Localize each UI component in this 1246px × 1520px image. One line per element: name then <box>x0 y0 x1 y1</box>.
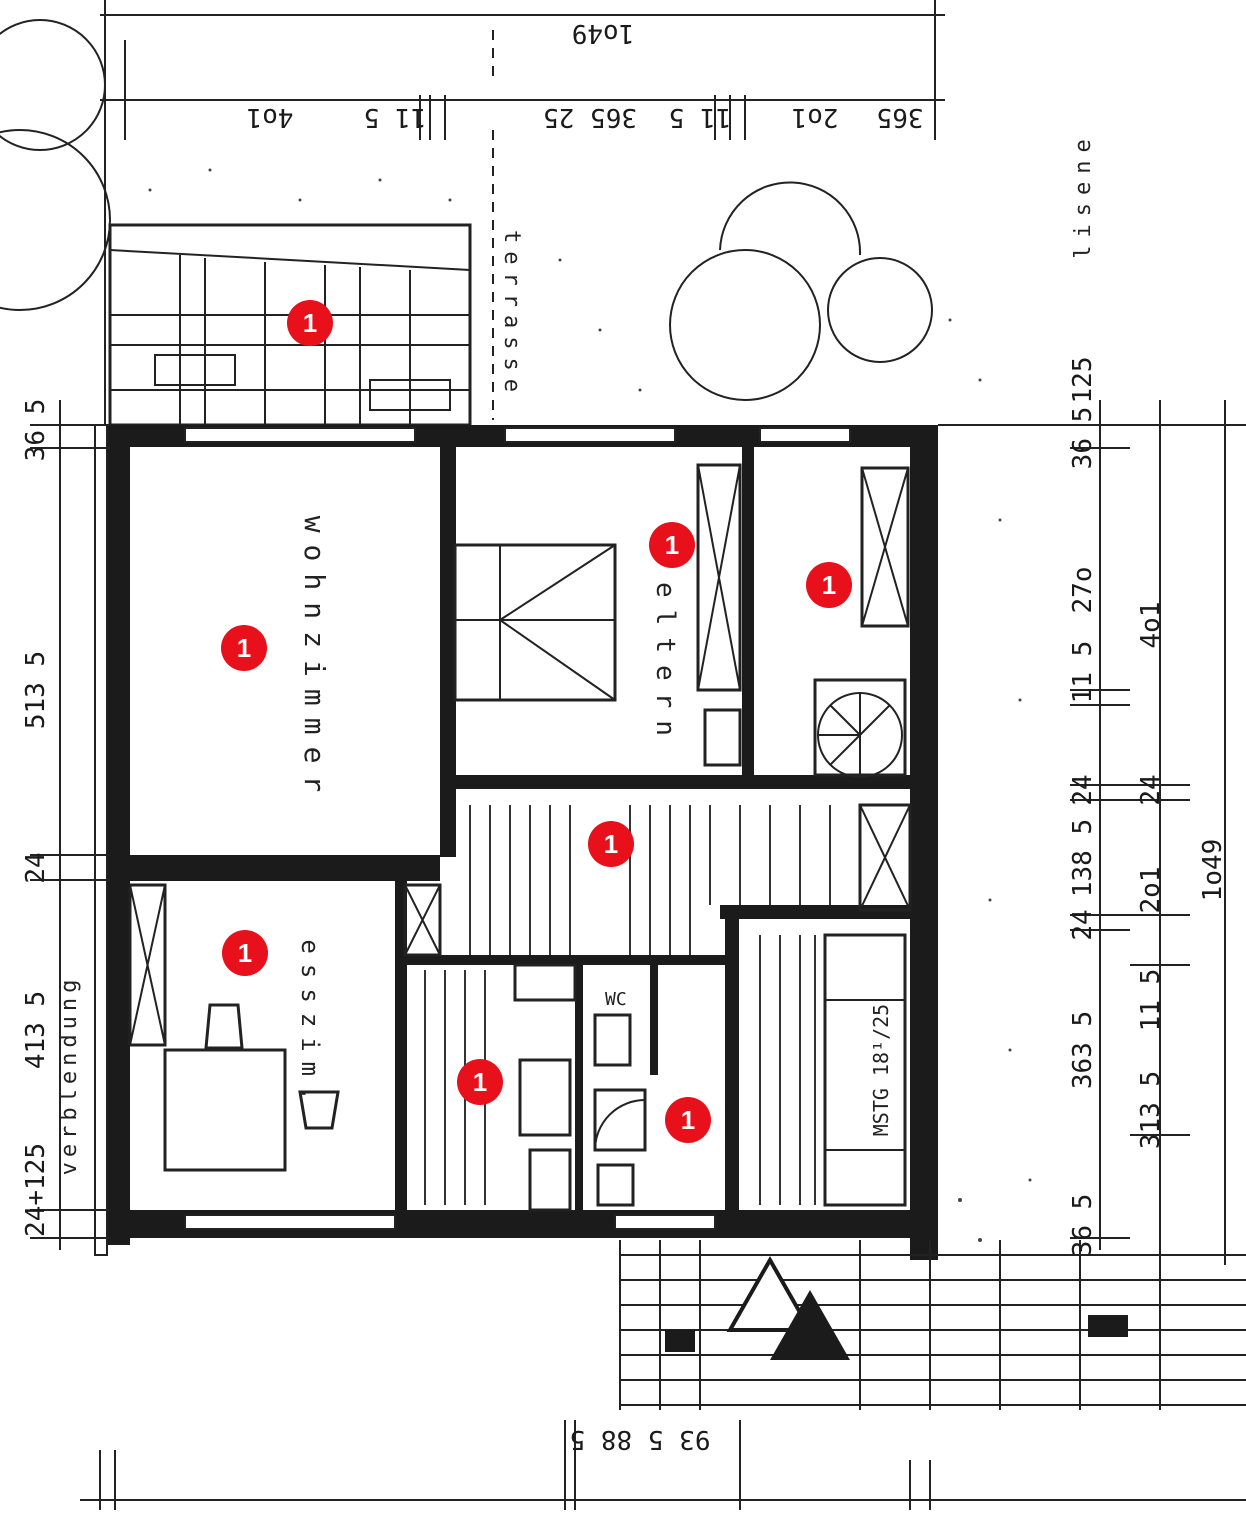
marker-esszim[interactable]: 1 <box>222 930 268 976</box>
right-mid-dim-201: 2o1 <box>1136 867 1166 914</box>
marker-room-ne-label: 1 <box>822 570 836 600</box>
marker-wohnzimmer-label: 1 <box>237 633 251 663</box>
top-dim-2: 11 5 <box>364 102 427 132</box>
marker-eltern[interactable]: 1 <box>649 522 695 568</box>
right-dim-3635: 363 5 <box>1068 1011 1098 1089</box>
right-dimension-lines <box>938 400 1246 1265</box>
bottom-dimension-lines <box>80 1420 1246 1510</box>
right-dim-24b: 24 <box>1068 909 1098 940</box>
top-dim-3: 365 25 <box>543 102 637 132</box>
kitchen-units <box>513 963 577 1212</box>
left-dim-4: 413 5 <box>21 991 51 1069</box>
right-mid-dim-115: 11 5 <box>1136 969 1166 1032</box>
marker-esszim-label: 1 <box>238 938 252 968</box>
garden-texture <box>148 168 1032 1242</box>
right-mid-dim-24: 24 <box>1136 774 1166 805</box>
marker-terrace-label: 1 <box>303 308 317 338</box>
entrance-arrow <box>726 1255 850 1360</box>
lisene-label: lisene <box>1071 131 1096 258</box>
window-openings <box>94 424 851 1256</box>
eltern-label: eltern <box>650 582 680 748</box>
marker-room-ne[interactable]: 1 <box>806 562 852 608</box>
wohnzimmer-label: wohnzimmer <box>298 516 331 805</box>
right-dim-365b: 36 5 <box>1068 1194 1098 1257</box>
top-total-dim: 1o49 <box>572 18 635 48</box>
wardrobes <box>128 463 912 1047</box>
marker-eltern-label: 1 <box>665 530 679 560</box>
sanitary-fixtures <box>593 1013 647 1207</box>
right-dim-125: 125 <box>1068 357 1098 404</box>
wc-label: WC <box>605 989 627 1010</box>
top-dim-1: 4o1 <box>247 102 294 132</box>
marker-kitchen-label: 1 <box>473 1067 487 1097</box>
right-dim-1385: 138 5 <box>1068 819 1098 897</box>
marker-bath[interactable]: 1 <box>665 1097 711 1143</box>
marker-hall-label: 1 <box>604 829 618 859</box>
left-dim-1: 36 5 <box>21 399 51 462</box>
top-dim-4: 11 5 <box>669 102 732 132</box>
tree-symbols <box>0 19 933 401</box>
top-dimension-lines <box>100 0 945 430</box>
esszim-label: esszim. <box>296 939 324 1110</box>
right-dim-24a: 24 <box>1068 774 1098 805</box>
double-bed <box>453 543 617 702</box>
right-mid-dim-3135: 313 5 <box>1136 1071 1166 1149</box>
stair-label: MSTG 18¹/25 <box>869 1004 893 1136</box>
marker-wohnzimmer[interactable]: 1 <box>221 625 267 671</box>
right-total-dim: 1o49 <box>1198 839 1228 902</box>
marker-hall[interactable]: 1 <box>588 821 634 867</box>
terrasse-label: terrasse <box>499 230 524 400</box>
left-dim-3: 24 <box>21 852 51 883</box>
right-dim-115a: 11 5 <box>1068 641 1098 704</box>
left-dim-5: 24+125 <box>21 1143 51 1237</box>
verblendung-label: verblendung <box>57 975 82 1176</box>
right-dim-365a: 36 5 <box>1068 407 1098 470</box>
entry-paving <box>619 1240 1246 1410</box>
left-dim-2: 513 5 <box>21 651 51 729</box>
right-mid-dim-401: 4o1 <box>1136 602 1166 649</box>
basement-stair <box>823 933 907 1207</box>
marker-kitchen[interactable]: 1 <box>457 1059 503 1105</box>
dining-table <box>163 1003 340 1172</box>
wash-basin <box>703 708 742 767</box>
left-dimension-lines <box>30 400 110 1250</box>
marker-terrace[interactable]: 1 <box>287 300 333 346</box>
right-dim-270: 27o <box>1068 567 1098 614</box>
top-dim-6: 365 <box>877 102 924 132</box>
bottom-dim: 93 5 88 5 <box>570 1424 711 1454</box>
marker-bath-label: 1 <box>681 1105 695 1135</box>
top-dim-5: 2o1 <box>792 102 839 132</box>
spiral-stair <box>813 678 907 778</box>
hall-floor-hatching <box>424 805 831 1205</box>
